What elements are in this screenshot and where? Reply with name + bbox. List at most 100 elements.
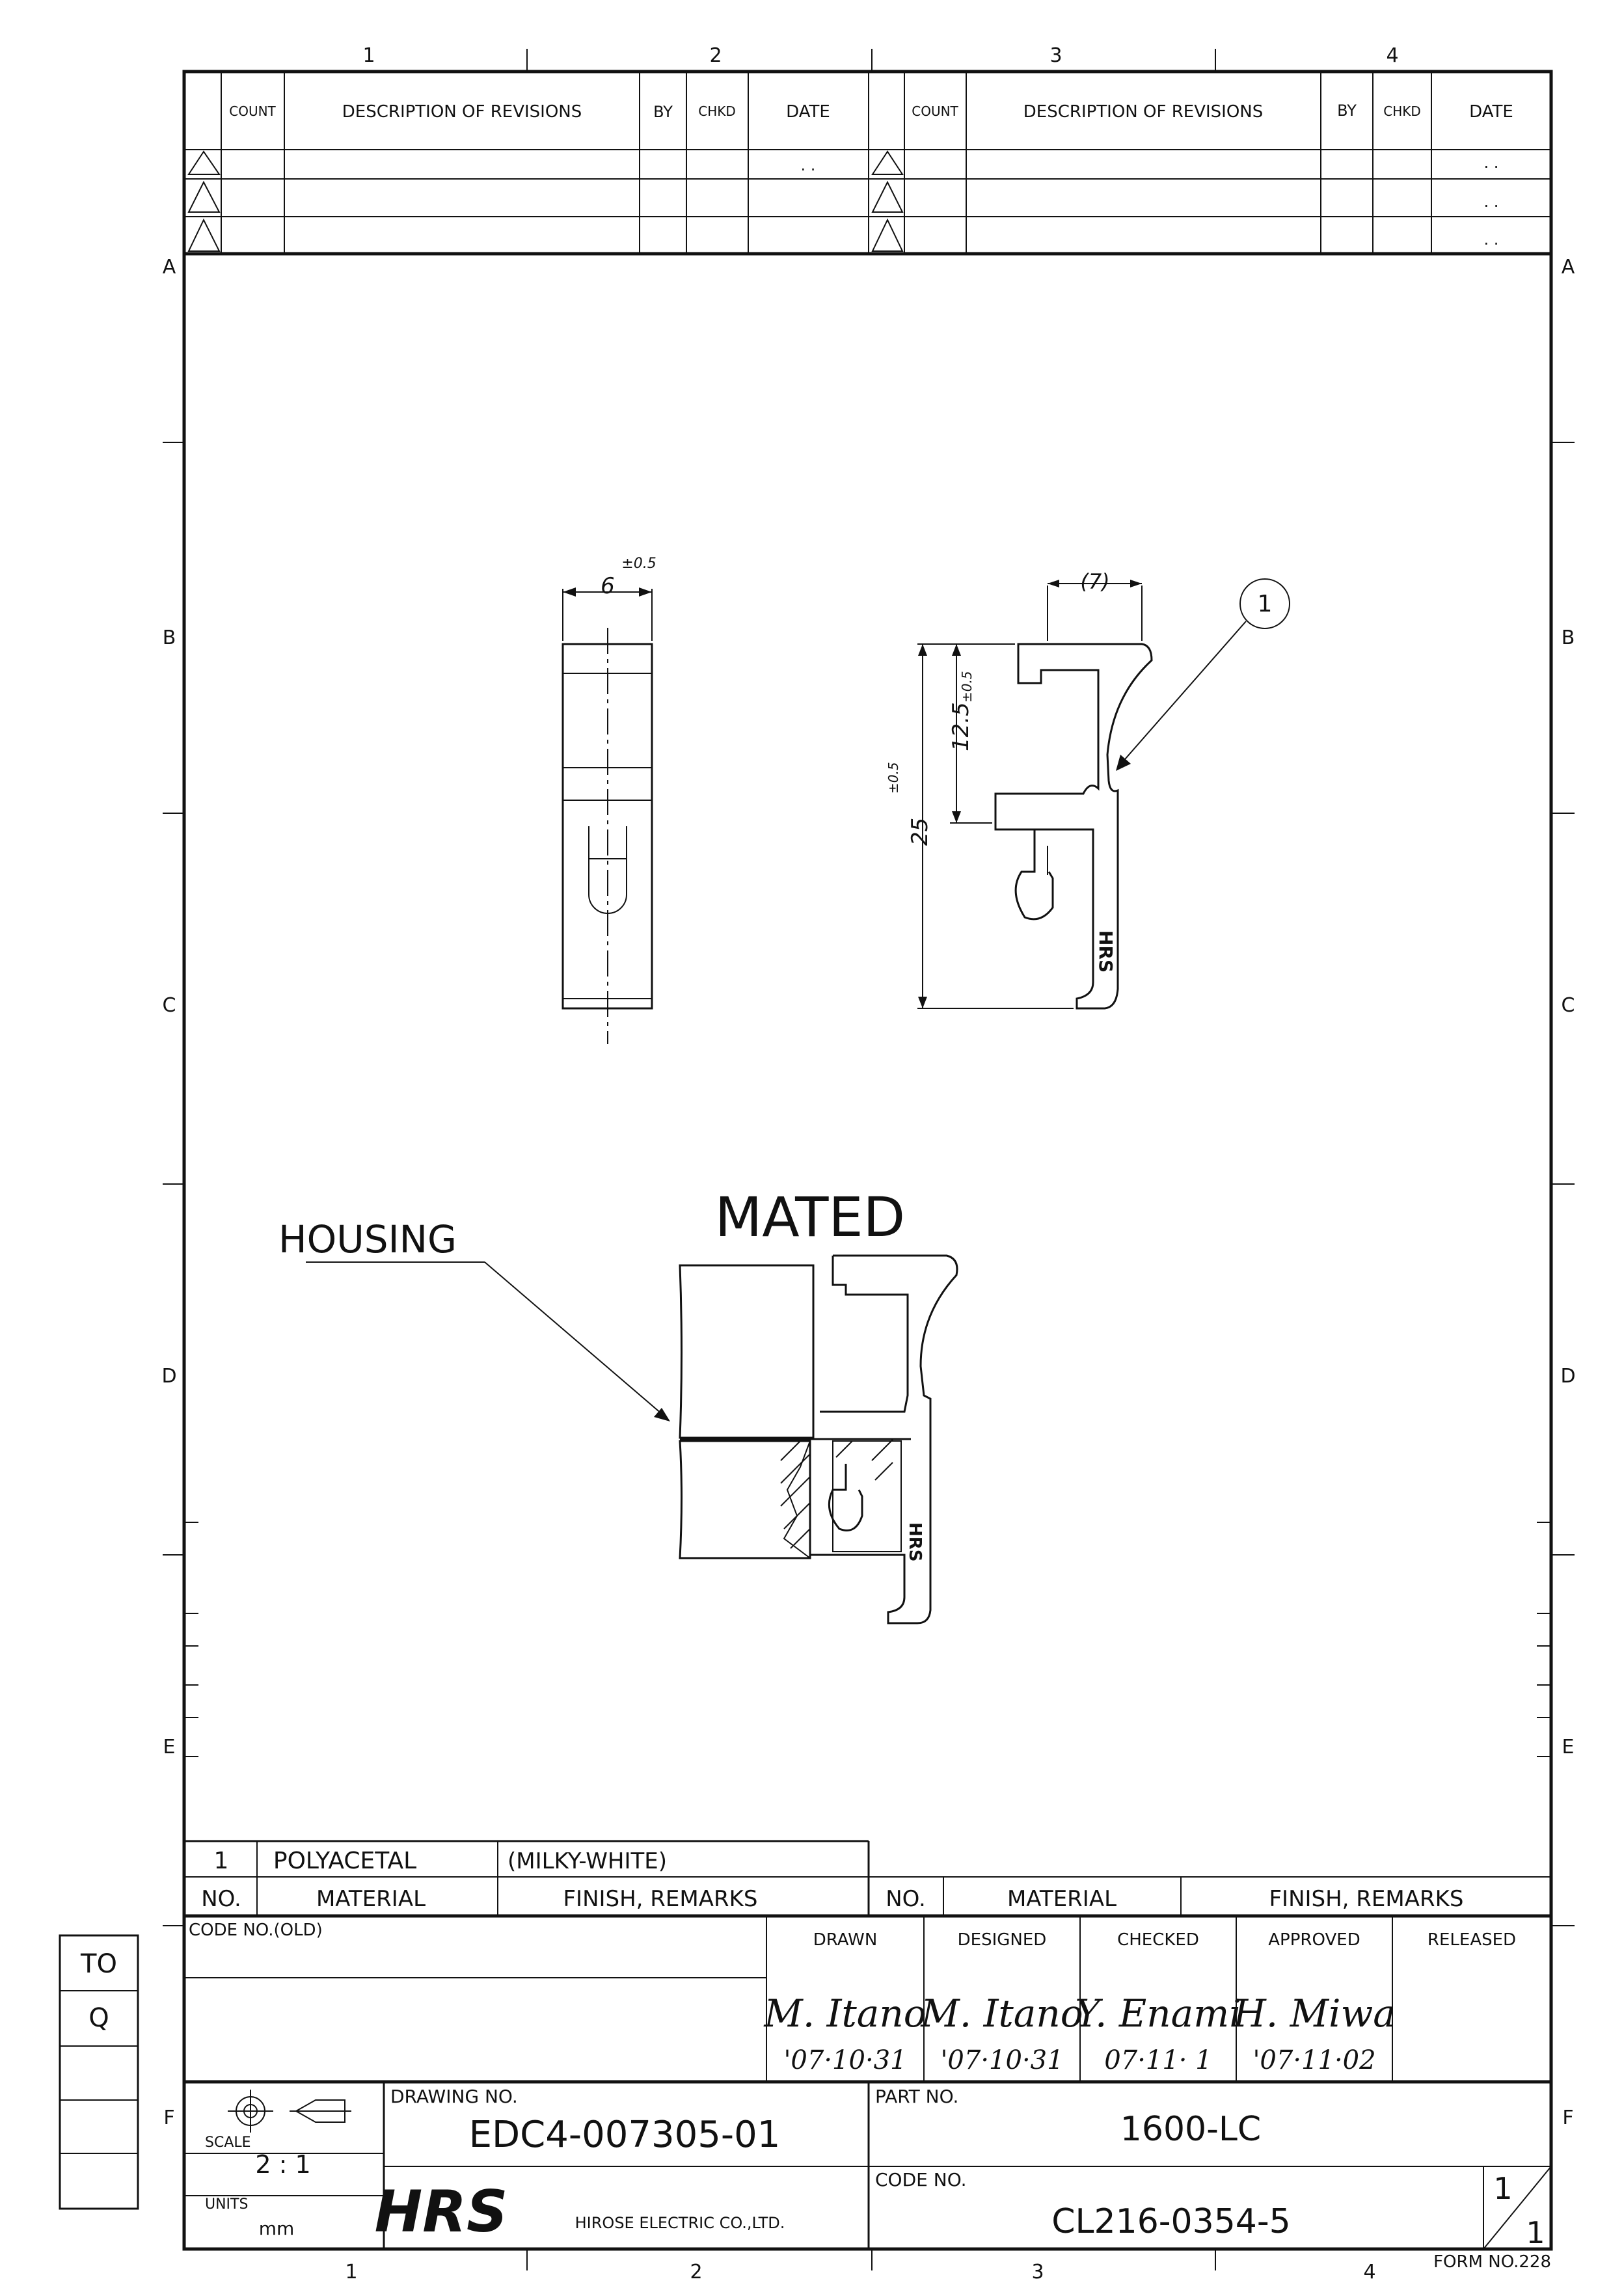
- parts-row1-finish: (MILKY-WHITE): [508, 1848, 667, 1874]
- zone-left-C: C: [163, 994, 176, 1017]
- code-no-old-label: CODE NO.(OLD): [189, 1920, 323, 1940]
- sheet-number: 1: [1493, 2171, 1512, 2206]
- mated-logo-mark: HRS: [905, 1522, 925, 1562]
- parts-header-finish-right: FINISH, REMARKS: [1269, 1886, 1463, 1912]
- parts-header-no-right: NO.: [886, 1886, 926, 1912]
- approval-checked-date: 07·11· 1: [1104, 2045, 1211, 2075]
- zone-bottom-1: 1: [345, 2261, 357, 2283]
- parts-list: 1 POLYACETAL (MILKY-WHITE) NO. MATERIAL …: [184, 1840, 1551, 1918]
- approval-checked-role: CHECKED: [1117, 1930, 1199, 1950]
- dim-height-total-tolerance: ±0.5: [886, 762, 901, 794]
- title-block: CODE NO.(OLD) DRAWN DESIGNED CHECKED APP…: [184, 1916, 1552, 2272]
- approval-drawn-role: DRAWN: [813, 1930, 878, 1950]
- mated-view: MATED HOUSING HRS: [278, 1185, 958, 1624]
- approval-approved-role: APPROVED: [1268, 1930, 1360, 1950]
- front-view: HRS (7) 12.5 ±0.5 25 ±0.5 1: [886, 569, 1290, 1010]
- housing-label: HOUSING: [278, 1217, 457, 1261]
- rev-header-chkd-right: CHKD: [1383, 103, 1421, 119]
- zone-top-1: 1: [362, 44, 375, 67]
- zone-bottom-4: 4: [1363, 2261, 1375, 2283]
- side-tab-item-1: TO: [80, 1949, 117, 1979]
- side-view: 6 ±0.5: [562, 556, 656, 1044]
- approval-approved-signature: H. Miwa: [1232, 1991, 1396, 2036]
- code-no-label: CODE NO.: [875, 2169, 967, 2190]
- zone-right-D: D: [1560, 1365, 1575, 1388]
- rev-date-placeholder-2: . .: [1484, 154, 1499, 172]
- dim-height-upper-tolerance: ±0.5: [959, 671, 975, 703]
- rev-header-by-left: BY: [653, 103, 673, 121]
- dim-width-tolerance: ±0.5: [621, 556, 656, 572]
- zone-right-B: B: [1562, 626, 1575, 649]
- company-name: HIROSE ELECTRIC CO.,LTD.: [575, 2214, 785, 2232]
- parts-header-no-left: NO.: [201, 1886, 241, 1912]
- parts-header-material-left: MATERIAL: [316, 1886, 426, 1912]
- side-zone-labels: A B C D E F A B C D E F: [161, 256, 1575, 2129]
- top-zone-labels: 1 2 3 4: [362, 44, 1399, 72]
- zone-bottom-2: 2: [690, 2261, 702, 2283]
- parts-row1-material: POLYACETAL: [273, 1848, 416, 1874]
- scale-value: 2 : 1: [255, 2150, 310, 2179]
- zone-left-F: F: [163, 2107, 174, 2129]
- approval-approved-date: '07·11·02: [1252, 2045, 1375, 2075]
- dim-height-total-value: 25: [907, 818, 933, 846]
- rev-date-placeholder-3: . .: [1484, 193, 1499, 211]
- units-label: UNITS: [205, 2196, 248, 2213]
- rev-header-chkd-left: CHKD: [698, 103, 736, 119]
- zone-right-C: C: [1562, 994, 1575, 1017]
- bottom-zone-labels: 1 2 3 4: [345, 2249, 1376, 2283]
- item-balloon-number: 1: [1258, 591, 1273, 617]
- zone-top-2: 2: [709, 44, 722, 67]
- company-logo: HRS: [375, 2178, 508, 2245]
- rev-header-by-right: BY: [1337, 101, 1357, 120]
- dim-width-value: 6: [601, 573, 615, 599]
- zone-left-A: A: [163, 256, 176, 278]
- item-balloon: [1239, 578, 1290, 629]
- section-hatching: [780, 1437, 893, 1549]
- dim-top-value: (7): [1080, 569, 1109, 594]
- zone-bottom-3: 3: [1031, 2261, 1044, 2283]
- front-view-logo-mark: HRS: [1095, 930, 1116, 973]
- zone-top-3: 3: [1049, 44, 1062, 67]
- rev-header-count-right: COUNT: [912, 103, 958, 119]
- approval-designed-role: DESIGNED: [958, 1930, 1047, 1950]
- drawing-no-label: DRAWING NO.: [390, 2086, 518, 2107]
- parts-row1-no: 1: [214, 1848, 229, 1874]
- mated-title: MATED: [715, 1185, 905, 1249]
- revision-triangle-icons: [187, 150, 904, 252]
- rev-date-placeholder-4: . .: [1484, 230, 1499, 249]
- drawing-no-value: EDC4-007305-01: [469, 2114, 781, 2156]
- zone-top-4: 4: [1386, 44, 1398, 67]
- rev-header-date-right: DATE: [1469, 102, 1513, 122]
- rev-header-description-left: DESCRIPTION OF REVISIONS: [342, 102, 582, 122]
- main-border: [182, 70, 1553, 2251]
- part-no-value: 1600-LC: [1120, 2110, 1261, 2149]
- zone-left-E: E: [163, 1736, 176, 1758]
- zone-right-E: E: [1562, 1736, 1575, 1758]
- approval-released-role: RELEASED: [1428, 1930, 1516, 1950]
- zone-right-A: A: [1562, 256, 1575, 278]
- zone-left-D: D: [161, 1365, 176, 1388]
- scale-label: SCALE: [205, 2135, 251, 2151]
- part-no-label: PART NO.: [875, 2086, 958, 2107]
- rev-header-count-left: COUNT: [229, 103, 276, 119]
- rev-date-placeholder-1: . .: [801, 156, 816, 174]
- rev-header-description-right: DESCRIPTION OF REVISIONS: [1023, 102, 1263, 122]
- parts-header-material-right: MATERIAL: [1007, 1886, 1116, 1912]
- sheet-total: 1: [1526, 2215, 1545, 2250]
- code-no-value: CL216-0354-5: [1051, 2202, 1290, 2241]
- zone-right-F: F: [1562, 2107, 1573, 2129]
- approval-designed-date: '07·10·31: [940, 2045, 1063, 2075]
- form-number: FORM NO.228: [1433, 2252, 1551, 2272]
- side-tab: TO Q: [59, 1934, 139, 2210]
- approval-drawn-signature: M. Itano: [763, 1991, 926, 2036]
- side-tab-item-2: Q: [88, 2003, 109, 2033]
- revision-table: COUNT DESCRIPTION OF REVISIONS BY CHKD D…: [184, 72, 1551, 256]
- approval-designed-signature: M. Itano: [920, 1991, 1083, 2036]
- approval-drawn-date: '07·10·31: [783, 2045, 906, 2075]
- parts-header-finish-left: FINISH, REMARKS: [563, 1886, 757, 1912]
- projection-symbol-icon: [228, 2090, 351, 2133]
- zone-left-B: B: [163, 626, 176, 649]
- dim-height-upper-value: 12.5: [948, 702, 974, 751]
- approval-checked-signature: Y. Enami: [1075, 1991, 1241, 2036]
